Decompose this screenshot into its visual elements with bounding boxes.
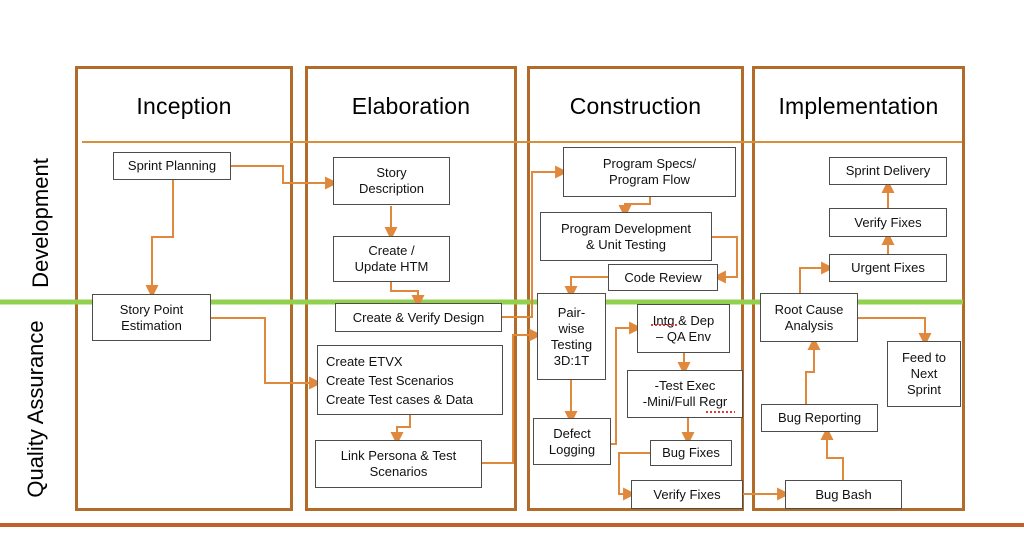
node-code-review: Code Review (608, 264, 718, 291)
spellcheck-squiggle-regr (706, 411, 735, 413)
node-root-cause-analysis: Root Cause Analysis (760, 293, 858, 342)
phase-title-elaboration: Elaboration (351, 93, 471, 119)
arrow-sprintplanning-storydescription (231, 165, 339, 190)
node-urgent-fixes: Urgent Fixes (829, 254, 947, 282)
phase-column-inception: Inception (75, 66, 293, 511)
node-link-persona: Link Persona & Test Scenarios (315, 440, 482, 488)
node-program-development: Program Development & Unit Testing (540, 212, 712, 261)
node-program-specs: Program Specs/ Program Flow (563, 147, 736, 197)
node-create-etvx: Create ETVX Create Test Scenarios Create… (317, 345, 503, 415)
node-bug-reporting: Bug Reporting (761, 404, 878, 432)
arrow-bugreporting-rootcause (805, 336, 821, 404)
arrow-bugbash-bugreporting (820, 426, 844, 480)
arrow-bugfixes-verifyfixes (618, 452, 650, 501)
node-verify-fixes-construction: Verify Fixes (631, 480, 743, 509)
phase-column-elaboration: Elaboration (305, 66, 517, 511)
arrow-rootcause-feednext (858, 317, 932, 347)
arrow-verifydesign-programspecs (502, 165, 569, 318)
node-verify-fixes-implementation: Verify Fixes (829, 208, 947, 237)
node-intg-dep-qa-env: Intg & Dep – QA Env (637, 304, 730, 353)
arrow-programspecs-programdev (618, 197, 651, 219)
phase-title-inception: Inception (136, 93, 232, 119)
arrow-rootcause-urgentfixes (799, 261, 835, 293)
node-story-description: Story Description (333, 157, 450, 205)
phase-title-construction: Construction (569, 93, 702, 119)
node-defect-logging: Defect Logging (533, 418, 611, 465)
node-bug-fixes: Bug Fixes (650, 440, 732, 466)
arrow-sprintplanning-storypoint (145, 180, 174, 299)
node-create-verify-design: Create & Verify Design (335, 303, 502, 332)
flow-arrows (145, 165, 932, 501)
arrow-programdev-codereview (712, 236, 738, 284)
node-create-update-htm: Create / Update HTM (333, 236, 450, 282)
arrow-etvx-linkpersona (390, 415, 411, 446)
node-bug-bash: Bug Bash (785, 480, 902, 509)
phase-column-construction: Construction (527, 66, 744, 511)
arrow-createhtm-verifydesign (390, 282, 425, 309)
node-test-exec-regr: -Test Exec -Mini/Full Regr (627, 370, 743, 418)
node-pairwise-testing: Pair- wise Testing 3D:1T (537, 293, 606, 380)
node-feed-to-next-sprint: Feed to Next Sprint (887, 341, 961, 407)
node-story-point-estimation: Story Point Estimation (92, 294, 211, 341)
spellcheck-squiggle-intg (651, 324, 677, 326)
arrow-codereview-pairwise (564, 276, 608, 300)
phase-title-implementation: Implementation (778, 93, 939, 119)
arrow-linkpersona-pairwise (482, 328, 543, 464)
phase-column-implementation: Implementation (752, 66, 965, 511)
node-sprint-planning: Sprint Planning (113, 152, 231, 180)
node-sprint-delivery: Sprint Delivery (829, 157, 947, 185)
arrow-defectlogging-intgdep (611, 321, 643, 445)
arrow-storypoint-etvx (211, 317, 323, 390)
